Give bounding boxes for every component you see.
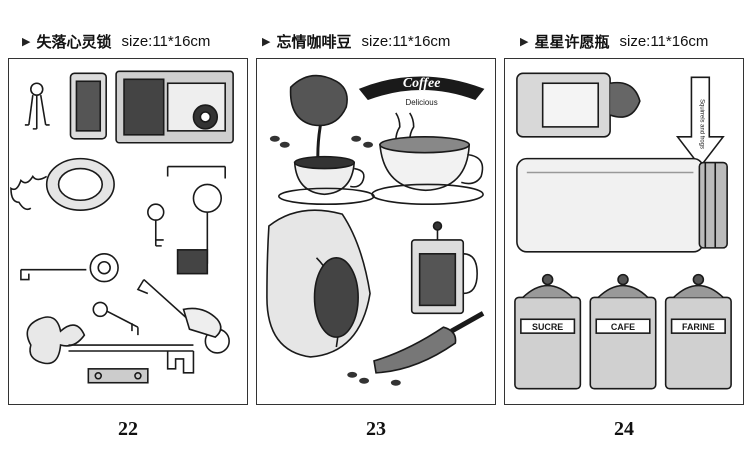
coffee-sack-icon bbox=[266, 209, 371, 358]
coffee-illustration: Coffee Delicious bbox=[266, 74, 485, 386]
small-key-icon bbox=[147, 203, 165, 247]
triangle-bullet-icon: ▶ bbox=[262, 35, 271, 48]
ornate-key-icon bbox=[166, 165, 226, 275]
pouring-pot-icon bbox=[289, 74, 348, 171]
thin-key-icon bbox=[92, 301, 139, 336]
coffee-logo-text: Coffee bbox=[403, 76, 441, 91]
product-number: 24 bbox=[614, 418, 634, 440]
product-size: size:11*16cm bbox=[121, 32, 211, 50]
coffee-scoop-icon bbox=[373, 311, 485, 374]
padlock-icon bbox=[69, 72, 107, 140]
arrow-text: Squirrels and frogs bbox=[698, 99, 704, 149]
rim-lock-icon bbox=[115, 70, 234, 144]
glass-jar-icon bbox=[516, 157, 728, 253]
product-name: 忘情咖啡豆 bbox=[276, 32, 352, 51]
product-name: 星星许愿瓶 bbox=[534, 32, 610, 51]
coffee-sub-text: Delicious bbox=[406, 98, 438, 107]
product-number: 22 bbox=[118, 418, 138, 440]
locks-keys-illustration bbox=[10, 70, 234, 384]
triangle-bullet-icon: ▶ bbox=[520, 35, 529, 48]
latch-icon bbox=[87, 368, 149, 384]
jar-label: CAFE bbox=[611, 322, 635, 332]
canister-icon bbox=[664, 273, 732, 390]
round-lock-icon bbox=[10, 157, 115, 211]
coffee-cup-large-icon bbox=[371, 112, 484, 206]
french-press-icon bbox=[410, 221, 478, 315]
stamp-panel-22 bbox=[8, 58, 248, 405]
jar-label: SUCRE bbox=[532, 322, 563, 332]
product-size: size:11*16cm bbox=[619, 32, 709, 50]
product-name: 失落心灵锁 bbox=[36, 32, 112, 51]
jar-label: FARINE bbox=[682, 322, 715, 332]
canister-icon bbox=[589, 273, 657, 390]
canister-icon bbox=[514, 273, 582, 390]
product-number: 23 bbox=[366, 418, 386, 440]
product-header-22: ▶ 失落心灵锁 size:11*16cm bbox=[22, 30, 210, 52]
product-size: size:11*16cm bbox=[361, 32, 451, 50]
coffee-banner-icon bbox=[358, 76, 485, 101]
big-ornate-key-icon bbox=[26, 316, 195, 374]
stamp-panel-23: Coffee Delicious bbox=[256, 58, 496, 405]
long-key-icon bbox=[20, 253, 119, 283]
product-header-24: ▶ 星星许愿瓶 size:11*16cm bbox=[520, 30, 708, 52]
hand-key-icon bbox=[136, 279, 230, 354]
coffee-beans-icon bbox=[269, 135, 374, 148]
coffee-cup-icon bbox=[278, 155, 375, 206]
triangle-bullet-icon: ▶ bbox=[22, 35, 31, 48]
key-bunch-icon bbox=[24, 82, 50, 130]
paper-bag-icon bbox=[516, 72, 641, 138]
stamp-panel-24: Squirrels and frogs SUCRE CAFE FARINE bbox=[504, 58, 744, 405]
down-arrow-icon bbox=[675, 76, 725, 168]
product-header-23: ▶ 忘情咖啡豆 size:11*16cm bbox=[262, 30, 450, 52]
jars-illustration: Squirrels and frogs SUCRE CAFE FARINE bbox=[514, 72, 732, 390]
